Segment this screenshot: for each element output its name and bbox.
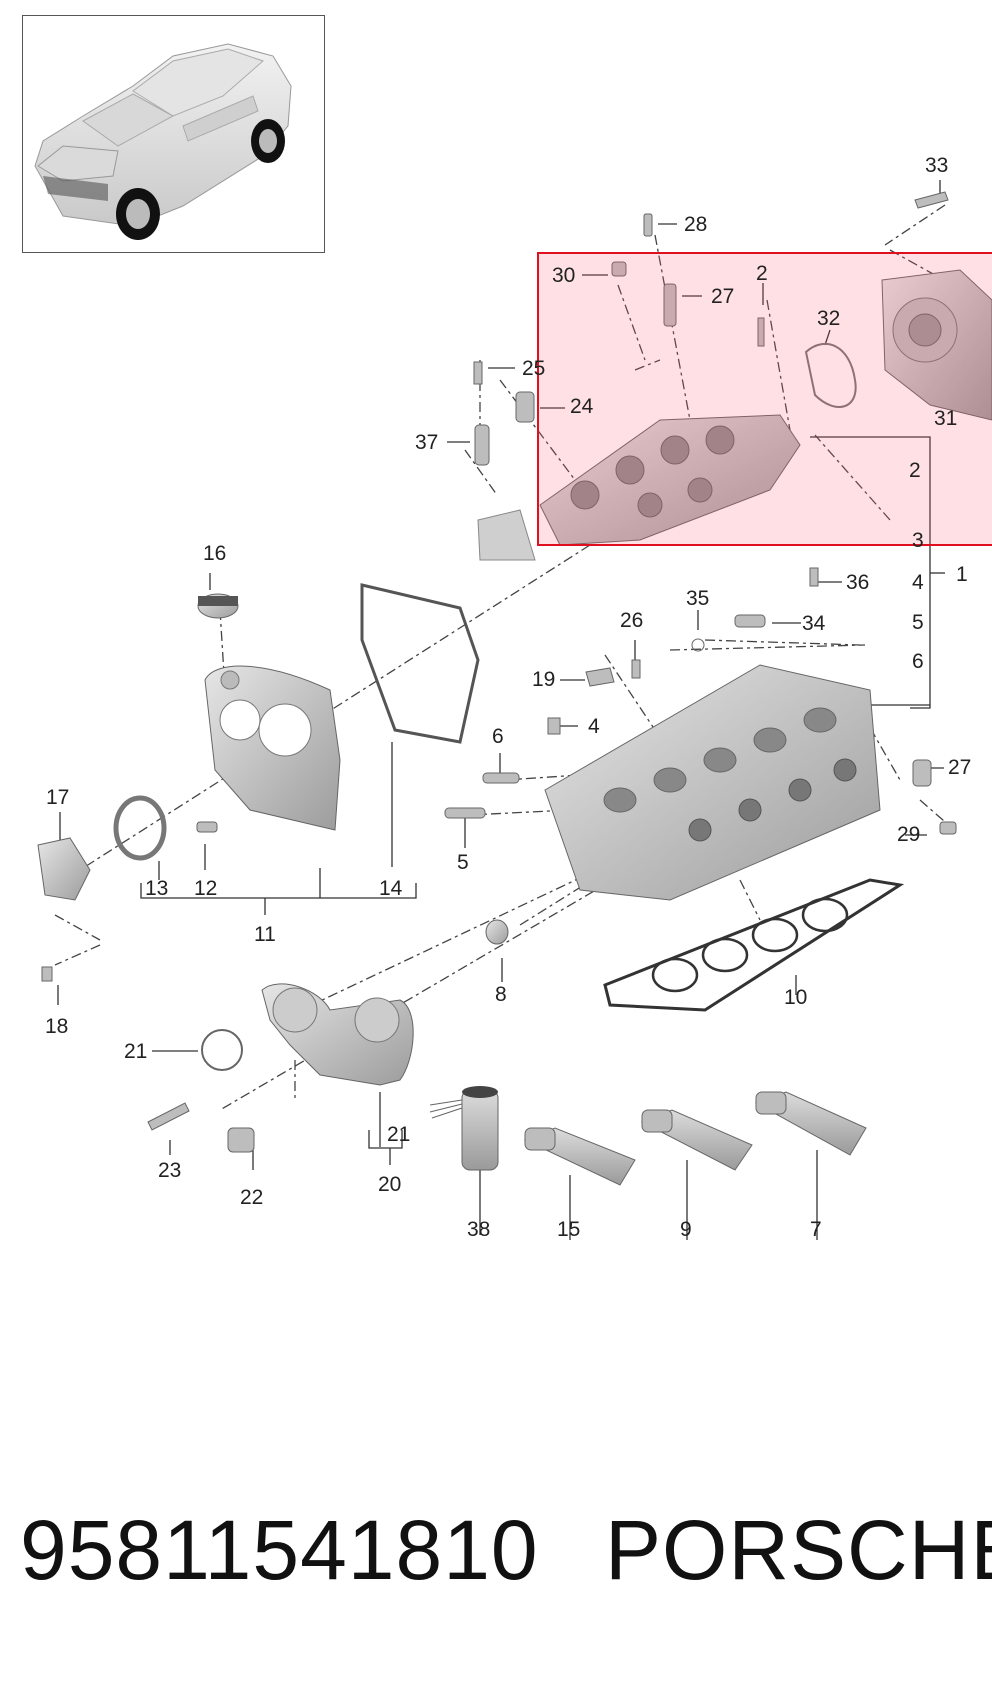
pump-gasket	[804, 342, 857, 408]
callout-2b: 2	[909, 459, 921, 482]
callout-22: 22	[240, 1186, 264, 1209]
callout-2: 2	[756, 262, 768, 285]
callout-5: 5	[912, 611, 924, 634]
callout-35: 35	[686, 587, 710, 610]
callout-15: 15	[557, 1218, 581, 1241]
callout-21b: 21	[387, 1123, 411, 1146]
callout-6: 6	[912, 650, 924, 673]
head-gasket	[603, 878, 905, 1012]
callout-7: 7	[810, 1218, 822, 1241]
callout-19: 19	[532, 668, 556, 691]
filter-housing	[201, 983, 414, 1086]
callout-32: 32	[817, 307, 841, 330]
callout-38: 38	[467, 1218, 491, 1241]
callout-21: 21	[124, 1040, 148, 1063]
sensor	[429, 1086, 499, 1171]
end-cap	[37, 837, 91, 901]
callout-10: 10	[784, 986, 808, 1009]
callout-11: 11	[254, 923, 276, 946]
seal-plug	[485, 919, 509, 945]
callout-1: 1	[956, 563, 968, 586]
callout-36: 36	[846, 571, 870, 594]
callout-4: 4	[912, 571, 924, 594]
callout-37: 37	[415, 431, 439, 454]
car-illustration	[34, 43, 292, 240]
callout-27: 27	[711, 285, 735, 308]
callout-14: 14	[379, 877, 403, 900]
sealant-tubes	[523, 1091, 867, 1186]
callout-17: 17	[46, 786, 70, 809]
callout-9: 9	[680, 1218, 692, 1241]
callout-8: 8	[495, 983, 507, 1006]
timing-cover	[197, 593, 341, 831]
callout-26: 26	[620, 609, 644, 632]
callout-29: 29	[897, 823, 921, 846]
callout-30: 30	[552, 264, 576, 287]
callout-3: 3	[912, 529, 924, 552]
callout-25: 25	[522, 357, 546, 380]
callout-31: 31	[934, 407, 958, 430]
brand-name: PORSCHE	[605, 1503, 992, 1597]
vehicle-thumbnail	[22, 15, 325, 253]
highlight-region	[537, 252, 992, 546]
part-number: 95811541810	[20, 1503, 539, 1597]
callout-20: 20	[378, 1173, 402, 1196]
callout-5b: 5	[457, 851, 469, 874]
leader-lines	[54, 180, 953, 1240]
callout-12: 12	[194, 877, 218, 900]
callout-16: 16	[203, 542, 227, 565]
cover-gasket	[360, 583, 480, 744]
vacuum-pump	[881, 269, 992, 421]
callout-24: 24	[570, 395, 594, 418]
fasteners	[41, 191, 957, 1153]
shaft-seal	[113, 795, 167, 861]
callout-4b: 4	[588, 715, 600, 738]
cylinder-head	[544, 664, 881, 901]
callout-23: 23	[158, 1159, 182, 1182]
callout-6b: 6	[492, 725, 504, 748]
callout-33: 33	[925, 154, 949, 177]
callout-28: 28	[684, 213, 708, 236]
callout-13: 13	[145, 877, 169, 900]
callout-34: 34	[802, 612, 826, 635]
callout-18: 18	[45, 1015, 69, 1038]
callout-27b: 27	[948, 756, 972, 779]
